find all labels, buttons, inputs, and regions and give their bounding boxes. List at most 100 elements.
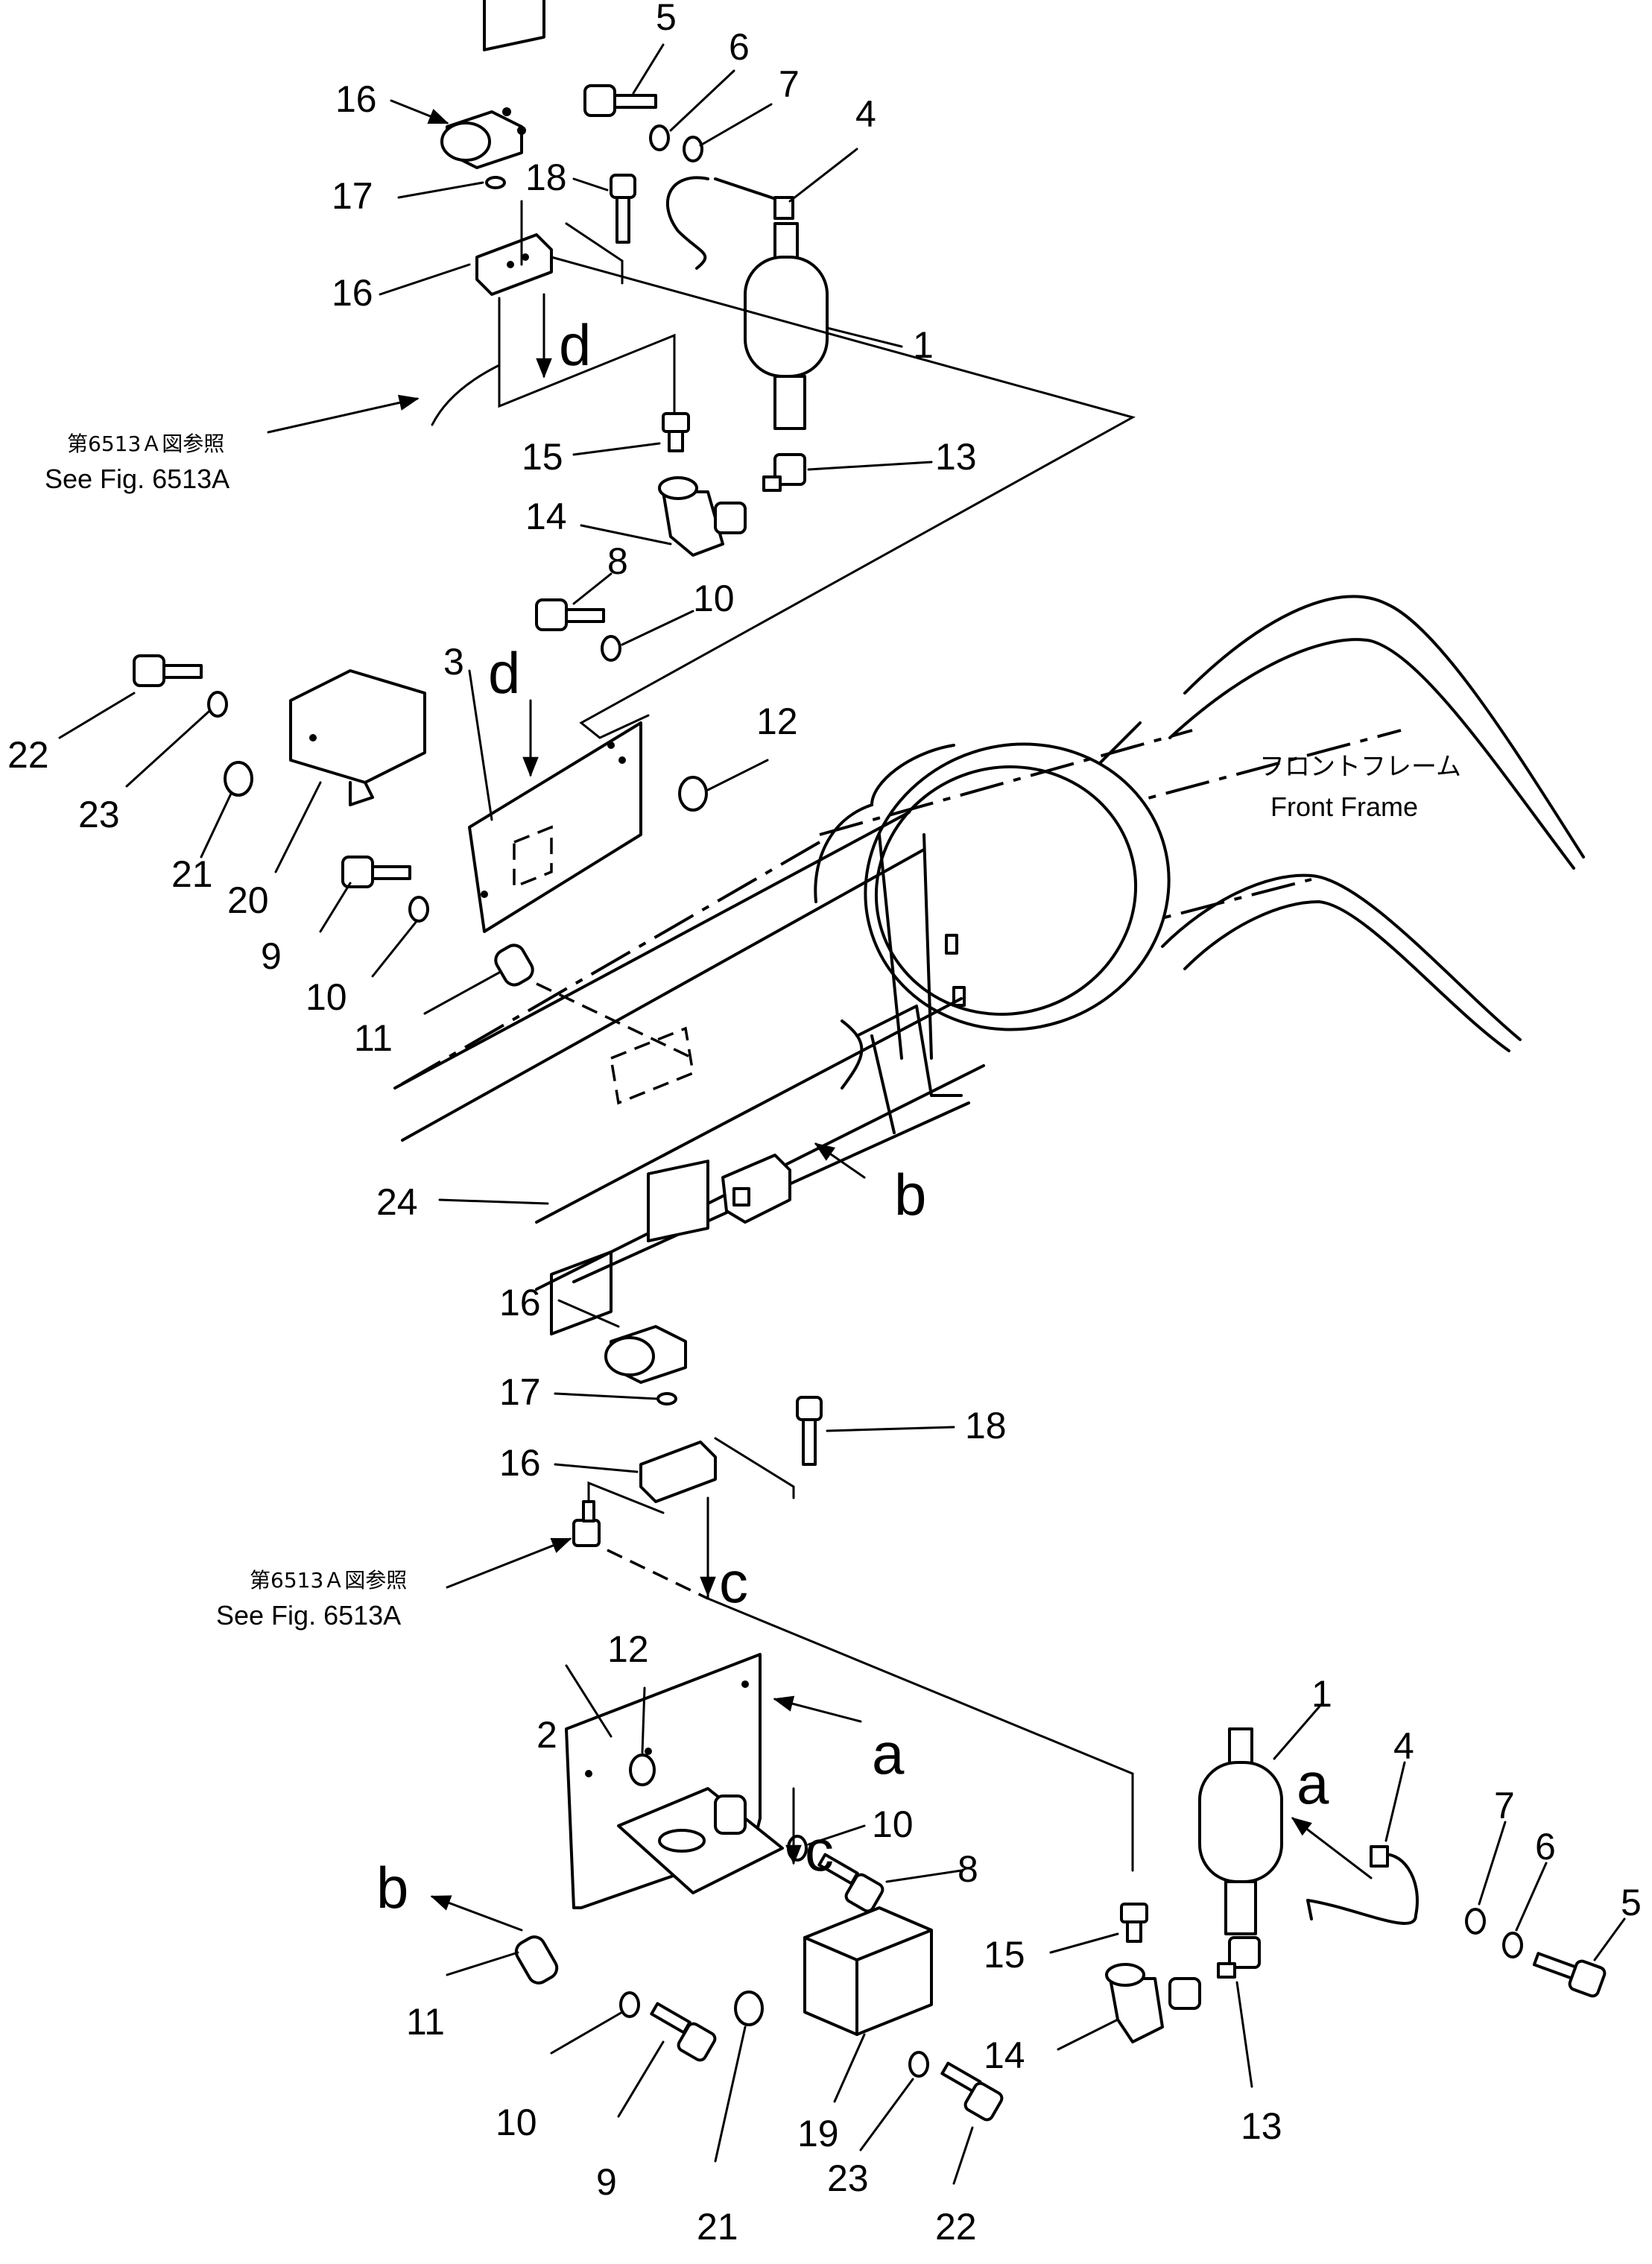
solenoid-valve-bottom <box>604 1160 709 1384</box>
connector-b-pin: b <box>376 1855 408 1920</box>
valve-base-top <box>475 233 553 296</box>
callout-13-b: 13 <box>1241 2105 1282 2147</box>
reference-note-en-bottom: See Fig. 6513A <box>216 1600 401 1631</box>
nut-21-top <box>224 761 253 797</box>
bolt-5-bottom <box>1532 1952 1607 1998</box>
callout-21-b: 21 <box>697 2206 738 2248</box>
front-frame-label-ja: フロントフレーム <box>1259 752 1461 782</box>
washer-7-bottom <box>1465 1908 1486 1935</box>
reference-note-en-top: See Fig. 6513A <box>45 464 230 494</box>
callout-23-a: 23 <box>78 794 120 835</box>
callout-19: 19 <box>797 2113 839 2154</box>
callout-16-a: 16 <box>335 78 377 120</box>
nut-12-bottom <box>629 1754 656 1786</box>
washer-6-bottom <box>1502 1932 1523 1958</box>
bolt-18-bottom <box>796 1396 823 1466</box>
callout-18-a: 18 <box>525 156 567 198</box>
bolt-5-top <box>583 84 703 162</box>
reference-note-ja-bottom: 第6513Ａ図参照 <box>250 1568 407 1593</box>
callout-18-b: 18 <box>965 1405 1007 1446</box>
bracket-19 <box>803 1906 933 2036</box>
nut-21-bottom <box>734 1991 764 2026</box>
callout-8-b: 8 <box>958 1848 978 1890</box>
connector-b-housing: b <box>894 1162 926 1227</box>
nut-12-top <box>678 776 708 812</box>
connector-a-accumulator: a <box>1297 1751 1329 1816</box>
callout-5-b: 5 <box>1621 1882 1642 1923</box>
reference-note-ja-top: 第6513Ａ図参照 <box>67 431 224 456</box>
callout-12-b: 12 <box>607 1628 649 1670</box>
pin-11-top <box>494 943 534 987</box>
leader-lines <box>58 43 1626 2185</box>
callout-16-b: 16 <box>332 272 373 314</box>
plate-2 <box>565 1653 784 1909</box>
callout-10-b: 10 <box>306 976 347 1018</box>
washer-10-a <box>601 635 621 662</box>
callout-17-b: 17 <box>499 1371 541 1413</box>
connector-d-top: d <box>559 312 591 378</box>
callout-10-d: 10 <box>496 2102 537 2143</box>
fittings-top <box>658 412 806 557</box>
connector-a-plate: a <box>872 1721 905 1786</box>
clamp-bottom <box>1306 1845 1419 1925</box>
callout-10-a: 10 <box>693 578 735 619</box>
callout-15-a: 15 <box>522 436 563 478</box>
callout-21-a: 21 <box>171 853 213 895</box>
callout-1-b: 1 <box>1311 1673 1332 1715</box>
callout-17-a: 17 <box>332 175 373 217</box>
valve-base-bottom <box>639 1441 717 1503</box>
bolt-9-top <box>341 856 411 888</box>
callout-10-c: 10 <box>872 1803 914 1845</box>
washer-10-b <box>408 896 429 923</box>
washer-23-top <box>207 691 228 718</box>
callout-4-b: 4 <box>1393 1725 1414 1767</box>
fittings-bottom <box>1105 1903 1261 2043</box>
callout-16-d: 16 <box>499 1442 541 1484</box>
callout-6-b: 6 <box>1535 1826 1556 1868</box>
solenoid-valve-top <box>440 0 545 169</box>
connector-c-plate: c <box>805 1818 834 1883</box>
bolt-22-top <box>133 654 203 687</box>
callout-9-b: 9 <box>596 2161 617 2203</box>
washer-23-bottom <box>908 2051 929 2078</box>
callout-3: 3 <box>443 641 464 683</box>
callout-9-a: 9 <box>261 935 282 977</box>
callout-2: 2 <box>537 1714 557 1756</box>
connector-c-valve: c <box>719 1549 748 1615</box>
callout-22-b: 22 <box>935 2206 977 2248</box>
callout-11-a: 11 <box>354 1017 393 1059</box>
callout-7-b: 7 <box>1494 1785 1515 1827</box>
callout-23-b: 23 <box>827 2157 869 2199</box>
callout-22-a: 22 <box>7 734 49 776</box>
bolt-22-bottom <box>940 2061 1004 2122</box>
bolt-8-top <box>535 598 605 631</box>
front-frame <box>990 595 1585 1052</box>
callout-4-a: 4 <box>855 93 876 135</box>
bolt-8-bottom <box>817 1853 884 1913</box>
connector-d-plate: d <box>488 640 520 706</box>
valve-b <box>610 1026 791 1224</box>
callout-14-a: 14 <box>525 496 567 537</box>
fitting-lower-left <box>572 1500 601 1547</box>
callout-12-a: 12 <box>756 701 798 742</box>
clamp-top <box>665 176 794 270</box>
callout-6-a: 6 <box>729 26 750 68</box>
o-ring-top <box>485 176 506 189</box>
callout-16-c: 16 <box>499 1282 541 1324</box>
callout-7-a: 7 <box>779 63 800 105</box>
callout-24: 24 <box>376 1181 418 1223</box>
pin-11-bottom <box>514 1935 559 1985</box>
washer-10-c <box>787 1835 808 1862</box>
bolt-9-bottom <box>650 2002 717 2062</box>
callout-15-b: 15 <box>984 1934 1025 1976</box>
bolt-18-top <box>610 174 636 244</box>
plate-3 <box>468 721 642 933</box>
callout-8-a: 8 <box>607 540 628 582</box>
axle-housing <box>393 729 1193 1291</box>
accumulator-top <box>744 222 829 430</box>
callout-13-a: 13 <box>935 436 977 478</box>
callout-1-a: 1 <box>913 324 934 366</box>
callout-11-b: 11 <box>406 2001 445 2043</box>
accumulator-bottom <box>1198 1727 1283 1935</box>
